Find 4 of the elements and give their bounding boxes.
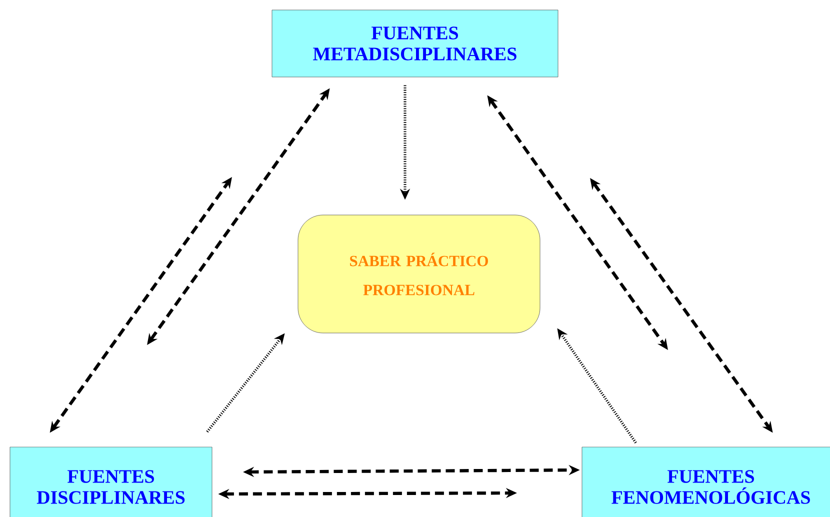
source-box: FUENTES DISCIPLINARES	[10, 446, 212, 517]
source-box: FUENTES FENOMENOLÓGICAS	[582, 446, 830, 517]
knowledge-box: SABER PRÁCTICO PROFESIONAL	[298, 214, 540, 334]
source-box: FUENTES METADISCIPLINARES	[272, 10, 558, 78]
